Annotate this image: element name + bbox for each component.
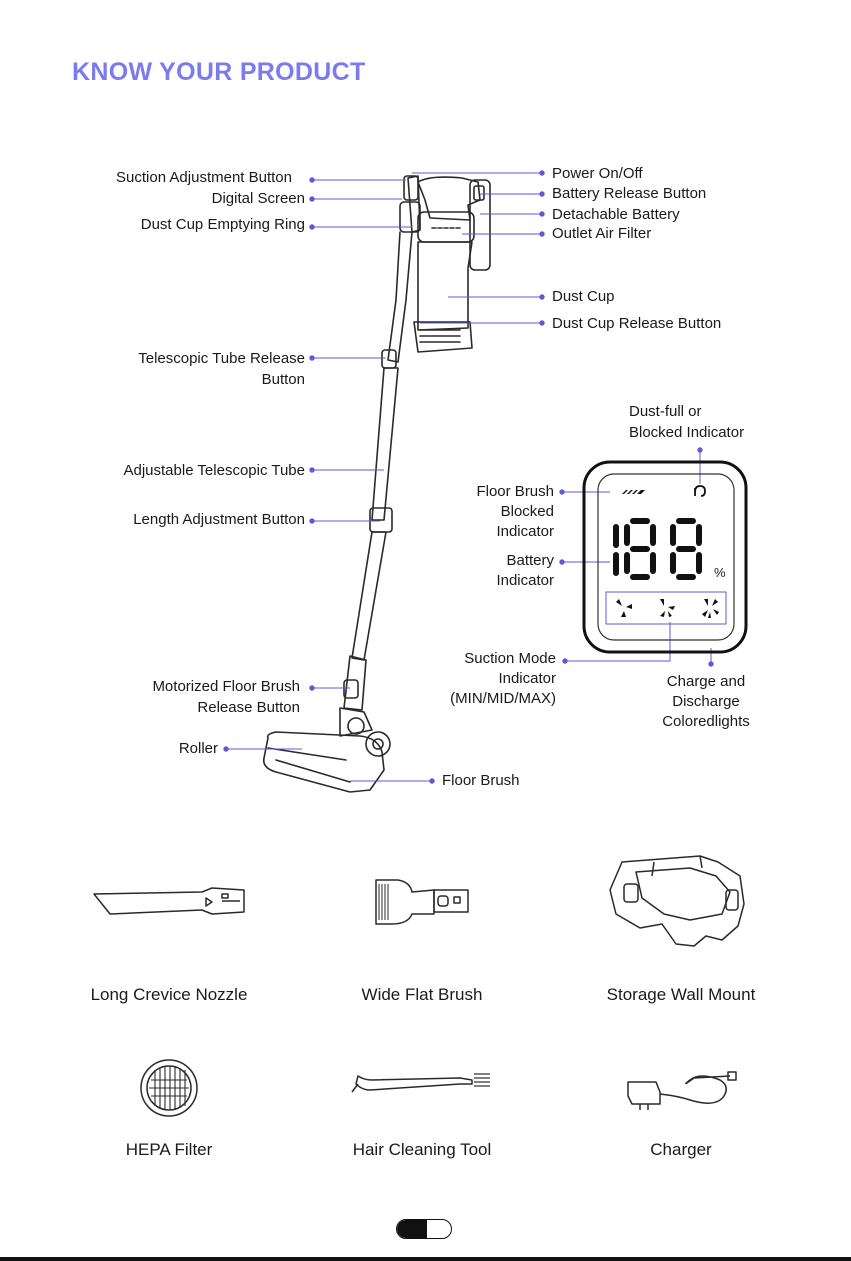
- floor-brush-blocked-icon: [622, 490, 645, 494]
- label-suction-mode-line2: Indicator: [498, 670, 556, 687]
- label-suction-adjustment-button: Suction Adjustment Button: [116, 169, 292, 186]
- label-suction-mode-line1: Suction Mode: [464, 650, 556, 667]
- label-motorized-floor-brush-line2: Release Button: [197, 699, 300, 716]
- label-dust-full-line1: Dust-full or: [629, 403, 702, 420]
- label-dust-cup: Dust Cup: [552, 288, 615, 305]
- label-adjustable-telescopic-tube: Adjustable Telescopic Tube: [123, 462, 305, 479]
- charger-icon: [627, 1071, 737, 1110]
- label-power-on-off: Power On/Off: [552, 165, 643, 182]
- label-floor-brush-blocked-line2: Blocked: [500, 503, 554, 520]
- label-telescopic-tube-release-line2: Button: [261, 371, 305, 388]
- label-dust-cup-emptying-ring: Dust Cup Emptying Ring: [140, 216, 305, 233]
- label-dust-full-line2: Blocked Indicator: [629, 424, 745, 441]
- page-indicator: [396, 1219, 452, 1239]
- crevice-nozzle-icon: [93, 887, 245, 915]
- label-suction-mode-line3: (MIN/MID/MAX): [450, 690, 556, 707]
- digital-display-diagram: [582, 460, 748, 654]
- label-battery-indicator-line2: Indicator: [496, 572, 554, 589]
- bottom-divider: [0, 1257, 851, 1261]
- label-detachable-battery: Detachable Battery: [552, 206, 680, 223]
- label-outlet-air-filter: Outlet Air Filter: [552, 225, 652, 242]
- accessory-label: Long Crevice Nozzle: [90, 985, 248, 1004]
- label-floor-brush-blocked-line1: Floor Brush: [476, 483, 554, 500]
- label-battery-indicator-line1: Battery: [506, 552, 554, 569]
- label-dust-cup-release-button: Dust Cup Release Button: [552, 315, 722, 332]
- page-title: KNOW YOUR PRODUCT: [72, 58, 366, 86]
- flat-brush-icon: [375, 879, 469, 925]
- page-indicator-fill: [397, 1220, 427, 1238]
- dust-full-icon: [694, 485, 706, 497]
- accessory-label: Hair Cleaning Tool: [352, 1140, 492, 1159]
- accessory-label: Storage Wall Mount: [606, 985, 756, 1004]
- battery-percentage-digits: [613, 518, 702, 580]
- label-charge-line1: Charge and: [666, 673, 746, 690]
- vacuum-body-icon: [262, 175, 491, 793]
- accessory-label: HEPA Filter: [125, 1140, 213, 1159]
- suction-mode-fan-icons: [616, 599, 719, 618]
- percent-sign: %: [714, 565, 726, 580]
- label-length-adjustment-button: Length Adjustment Button: [133, 511, 305, 528]
- label-floor-brush: Floor Brush: [442, 772, 520, 789]
- wall-mount-icon: [609, 855, 745, 947]
- label-telescopic-tube-release-line1: Telescopic Tube Release: [138, 350, 305, 367]
- label-digital-screen: Digital Screen: [211, 190, 305, 207]
- label-charge-line2: Discharge: [672, 693, 740, 710]
- hepa-filter-icon: [140, 1059, 198, 1117]
- hair-tool-icon: [351, 1073, 490, 1093]
- label-roller: Roller: [178, 740, 218, 757]
- label-floor-brush-blocked-line3: Indicator: [496, 523, 554, 540]
- accessory-label: Wide Flat Brush: [361, 985, 483, 1004]
- label-charge-line3: Coloredlights: [662, 713, 750, 730]
- label-battery-release-button: Battery Release Button: [552, 185, 707, 202]
- label-motorized-floor-brush-line1: Motorized Floor Brush: [152, 678, 300, 695]
- accessory-label: Charger: [650, 1140, 712, 1159]
